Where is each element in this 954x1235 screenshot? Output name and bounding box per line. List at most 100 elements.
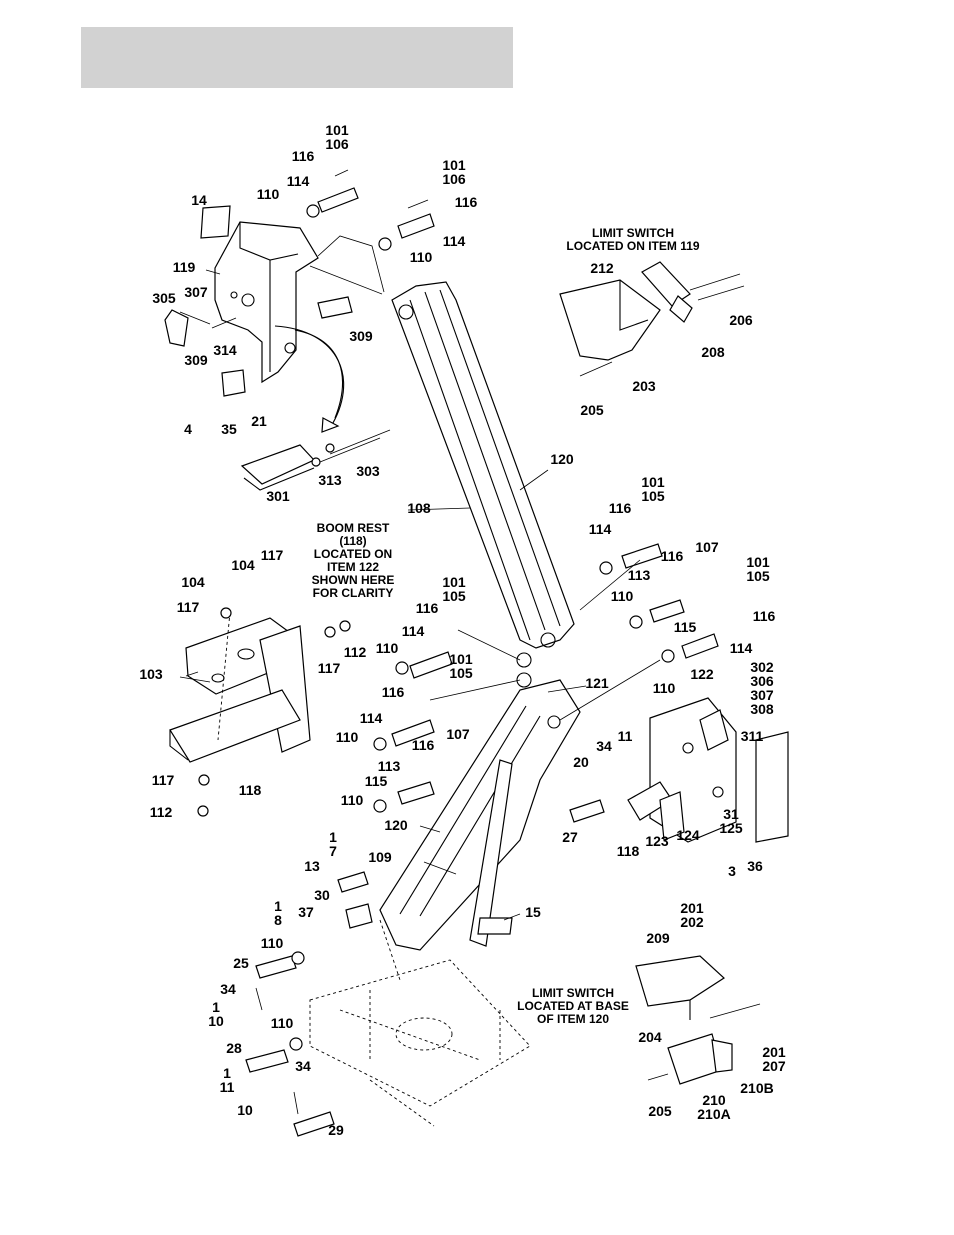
lower-boom-109	[379, 672, 581, 951]
callout-116-b: 116	[455, 194, 478, 210]
callout-114-e: 114	[402, 623, 425, 639]
callout-203: 203	[632, 378, 656, 394]
boom-top-pins	[306, 169, 435, 295]
callout-116-a: 116	[292, 148, 315, 164]
callout-314: 314	[213, 342, 237, 358]
callout-113-b: 113	[378, 758, 401, 774]
base-frame	[309, 919, 531, 1127]
callout-205-b: 205	[648, 1103, 672, 1119]
callout-112-a: 112	[344, 644, 367, 660]
callout-116-d: 116	[661, 548, 684, 564]
callout-124: 124	[676, 827, 700, 843]
callout-34-c: 34	[295, 1058, 311, 1074]
callout-303: 303	[356, 463, 380, 479]
callout-117-b: 117	[261, 547, 284, 563]
callout-121: 121	[585, 675, 609, 691]
drawing	[164, 169, 789, 1137]
header-bar	[81, 27, 513, 88]
callout-116-h: 116	[412, 737, 435, 753]
callout-117-d: 117	[152, 772, 175, 788]
callout-212: 212	[590, 260, 614, 276]
callout-30: 30	[314, 887, 330, 903]
callout-110-c: 110	[611, 588, 634, 604]
limit-switch-upper	[559, 261, 745, 377]
callout-119: 119	[173, 259, 196, 275]
leader-lines	[179, 269, 587, 921]
boom-rest-118	[169, 607, 351, 817]
callout-122: 122	[690, 666, 714, 682]
callout-107-b: 107	[446, 726, 470, 742]
callout-104-a: 104	[181, 574, 205, 590]
callout-37: 37	[298, 904, 314, 920]
main-boom-108-120	[391, 281, 575, 668]
callout-118-b: 118	[617, 843, 640, 859]
callout-104-b: 104	[231, 557, 255, 573]
callout-110-i: 110	[271, 1015, 294, 1031]
callout-25: 25	[233, 955, 249, 971]
callout-34-b: 34	[220, 981, 236, 997]
callout-114-d: 114	[730, 640, 753, 656]
callout-114-a: 114	[287, 173, 310, 189]
callout-117-c: 117	[318, 660, 341, 676]
callout-113-a: 113	[628, 567, 651, 583]
callout-103: 103	[139, 666, 163, 682]
callout-21: 21	[251, 413, 267, 429]
callout-116-e: 116	[753, 608, 776, 624]
callout-110-g: 110	[336, 729, 359, 745]
callout-110-f: 110	[341, 792, 364, 808]
swing-plate-122	[627, 697, 789, 843]
callout-208: 208	[701, 344, 725, 360]
callout-209: 209	[646, 930, 670, 946]
callout-14: 14	[191, 192, 207, 208]
callout-118-a: 118	[239, 782, 262, 798]
callout-311: 311	[741, 728, 764, 744]
callout-112-b: 112	[150, 804, 173, 820]
callout-115-a: 115	[674, 619, 697, 635]
callout-309-b: 309	[184, 352, 208, 368]
callout-20: 20	[573, 754, 589, 770]
callout-35: 35	[221, 421, 237, 437]
pedal-bracket-119	[164, 205, 391, 491]
callout-206: 206	[729, 312, 753, 328]
callout-116-c: 116	[609, 500, 632, 516]
callout-13: 13	[304, 858, 320, 874]
callout-3: 3	[728, 863, 736, 879]
callout-110-d: 110	[376, 640, 399, 656]
callout-210b: 210B	[740, 1080, 773, 1096]
callout-4: 4	[184, 421, 192, 437]
callout-110-b: 110	[410, 249, 433, 265]
center-pins	[373, 543, 719, 823]
callout-313: 313	[318, 472, 342, 488]
limit-switch-lower	[635, 955, 761, 1085]
callout-114-f: 114	[360, 710, 383, 726]
callout-110-h: 110	[261, 935, 284, 951]
callout-109: 109	[368, 849, 392, 865]
callout-108: 108	[407, 500, 431, 516]
callout-29: 29	[328, 1122, 344, 1138]
callout-114-b: 114	[443, 233, 466, 249]
callout-117-a: 117	[177, 599, 200, 615]
callout-116-g: 116	[382, 684, 405, 700]
callout-301: 301	[266, 488, 290, 504]
callout-110-a: 110	[257, 186, 280, 202]
callout-15: 15	[525, 904, 541, 920]
callout-34-a: 34	[596, 738, 612, 754]
callout-123: 123	[645, 833, 669, 849]
callout-204: 204	[638, 1029, 662, 1045]
